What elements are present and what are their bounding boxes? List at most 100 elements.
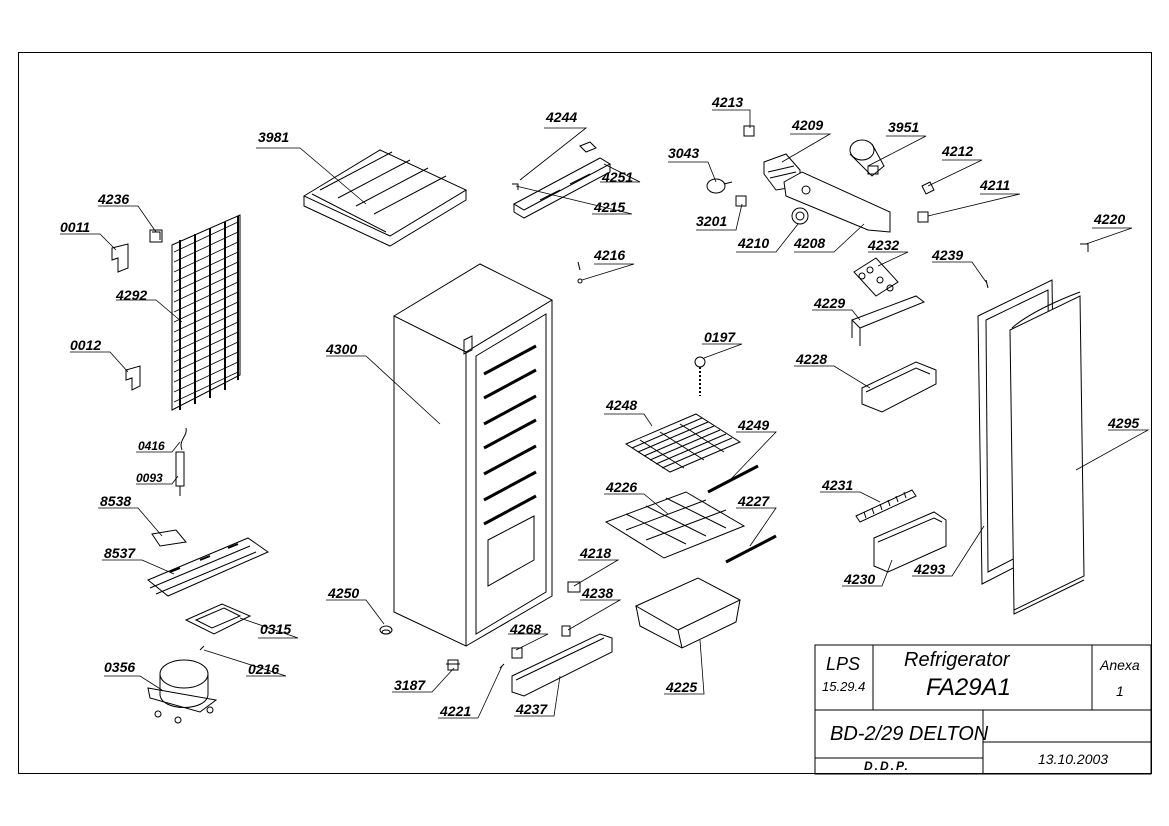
door-shelf-4228 bbox=[861, 361, 937, 413]
part-label-0416: 0416 bbox=[138, 439, 165, 453]
part-label-8538: 8538 bbox=[100, 493, 132, 509]
part-label-4293: 4293 bbox=[914, 561, 946, 577]
part-label-4249: 4249 bbox=[738, 417, 770, 433]
condenser-coil bbox=[171, 214, 241, 411]
clip-0012 bbox=[125, 365, 141, 391]
clip-4212 bbox=[921, 181, 935, 195]
lamp-3043 bbox=[706, 178, 733, 194]
title-date: 13.10.2003 bbox=[1038, 751, 1109, 767]
part-label-4226: 4226 bbox=[606, 479, 638, 495]
clip-4268 bbox=[511, 647, 523, 659]
part-label-4251: 4251 bbox=[602, 169, 634, 185]
title-annex: Anexa bbox=[1100, 657, 1140, 673]
bracket-8538 bbox=[151, 529, 187, 547]
part-label-4268: 4268 bbox=[510, 621, 542, 637]
clip-4215 bbox=[512, 183, 519, 190]
switch-4213 bbox=[743, 125, 755, 137]
thermostat-housing-4208 bbox=[783, 171, 891, 233]
part-label-4231: 4231 bbox=[822, 477, 854, 493]
title-dept: D.D.P. bbox=[864, 759, 910, 773]
title-annex-number: 1 bbox=[1116, 683, 1124, 699]
knob-4210 bbox=[791, 207, 809, 225]
part-label-3201: 3201 bbox=[696, 213, 728, 229]
title-code: LPS bbox=[826, 654, 861, 674]
part-label-4215: 4215 bbox=[594, 199, 626, 215]
part-label-0315: 0315 bbox=[260, 621, 292, 637]
part-label-4300: 4300 bbox=[326, 341, 358, 357]
title-product: Refrigerator bbox=[904, 649, 1010, 671]
trim-strip-4227 bbox=[725, 534, 777, 564]
glass-shelf-4226 bbox=[604, 491, 746, 559]
screw-4239 bbox=[985, 279, 989, 289]
part-label-4248: 4248 bbox=[606, 397, 638, 413]
door-shelf-4230 bbox=[873, 511, 947, 573]
tray-0315 bbox=[184, 603, 252, 635]
title-variant: BD-2/29 DELTON bbox=[830, 723, 989, 745]
part-label-3951: 3951 bbox=[888, 119, 920, 135]
foot-3187 bbox=[446, 659, 460, 671]
drawing-frame bbox=[18, 52, 1152, 774]
wire-shelf-4248 bbox=[624, 413, 742, 473]
part-label-4212: 4212 bbox=[942, 143, 974, 159]
part-label-4236: 4236 bbox=[98, 191, 130, 207]
part-label-4227: 4227 bbox=[738, 493, 770, 509]
part-label-4295: 4295 bbox=[1108, 415, 1140, 431]
door-4295 bbox=[1009, 291, 1085, 615]
crisper-drawer-4225 bbox=[634, 577, 742, 649]
pin-0216 bbox=[199, 645, 205, 651]
part-label-0216: 0216 bbox=[248, 661, 280, 677]
bottom-trim-4237 bbox=[511, 633, 613, 697]
foot-4250 bbox=[379, 625, 393, 635]
part-label-4209: 4209 bbox=[792, 117, 824, 133]
cabinet-4300 bbox=[392, 263, 554, 647]
part-label-4221: 4221 bbox=[440, 703, 472, 719]
part-label-4218: 4218 bbox=[580, 545, 612, 561]
compressor-0356 bbox=[147, 659, 218, 724]
hinge-4220 bbox=[1080, 243, 1089, 252]
part-label-4237: 4237 bbox=[516, 701, 548, 717]
part-label-4232: 4232 bbox=[868, 237, 900, 253]
clip-4236 bbox=[149, 229, 163, 243]
trim-strip-4249 bbox=[707, 464, 759, 494]
part-label-4210: 4210 bbox=[738, 235, 770, 251]
part-label-4230: 4230 bbox=[844, 571, 876, 587]
guard-4231 bbox=[855, 489, 917, 523]
shelf-cover-4229 bbox=[851, 295, 926, 346]
part-label-4244: 4244 bbox=[546, 109, 578, 125]
part-label-0011: 0011 bbox=[60, 219, 91, 235]
part-label-0093: 0093 bbox=[136, 471, 163, 485]
egg-tray-4232 bbox=[853, 257, 899, 297]
part-label-4216: 4216 bbox=[594, 247, 626, 263]
part-label-8537: 8537 bbox=[104, 545, 136, 561]
screw-4216 bbox=[577, 261, 583, 284]
clip-4218 bbox=[567, 581, 581, 593]
socket-3201 bbox=[735, 195, 747, 207]
hinge-4244 bbox=[579, 141, 597, 153]
base-plate-8537 bbox=[147, 537, 270, 597]
part-label-4239: 4239 bbox=[932, 247, 964, 263]
part-label-3187: 3187 bbox=[394, 677, 426, 693]
diffuser-3951 bbox=[849, 139, 885, 177]
part-label-3043: 3043 bbox=[668, 145, 700, 161]
clip-4238 bbox=[561, 625, 571, 637]
clip-4211 bbox=[917, 211, 929, 223]
wire-0416 bbox=[180, 427, 187, 451]
part-label-4228: 4228 bbox=[796, 351, 828, 367]
part-label-4213: 4213 bbox=[712, 94, 744, 110]
part-label-4229: 4229 bbox=[814, 295, 846, 311]
clip-0011 bbox=[111, 243, 129, 273]
part-label-0012: 0012 bbox=[70, 337, 102, 353]
part-label-4225: 4225 bbox=[666, 679, 698, 695]
title-code-number: 15.29.4 bbox=[822, 679, 866, 694]
chain-0197 bbox=[694, 356, 706, 396]
tray-3981 bbox=[302, 149, 468, 247]
part-label-4211: 4211 bbox=[980, 177, 1011, 193]
leader-lines bbox=[60, 109, 1150, 719]
part-label-4238: 4238 bbox=[582, 585, 614, 601]
part-label-4220: 4220 bbox=[1094, 211, 1126, 227]
part-label-4250: 4250 bbox=[328, 585, 360, 601]
sensor-0093 bbox=[175, 451, 185, 496]
part-label-3981: 3981 bbox=[258, 129, 290, 145]
part-label-0197: 0197 bbox=[704, 329, 736, 345]
